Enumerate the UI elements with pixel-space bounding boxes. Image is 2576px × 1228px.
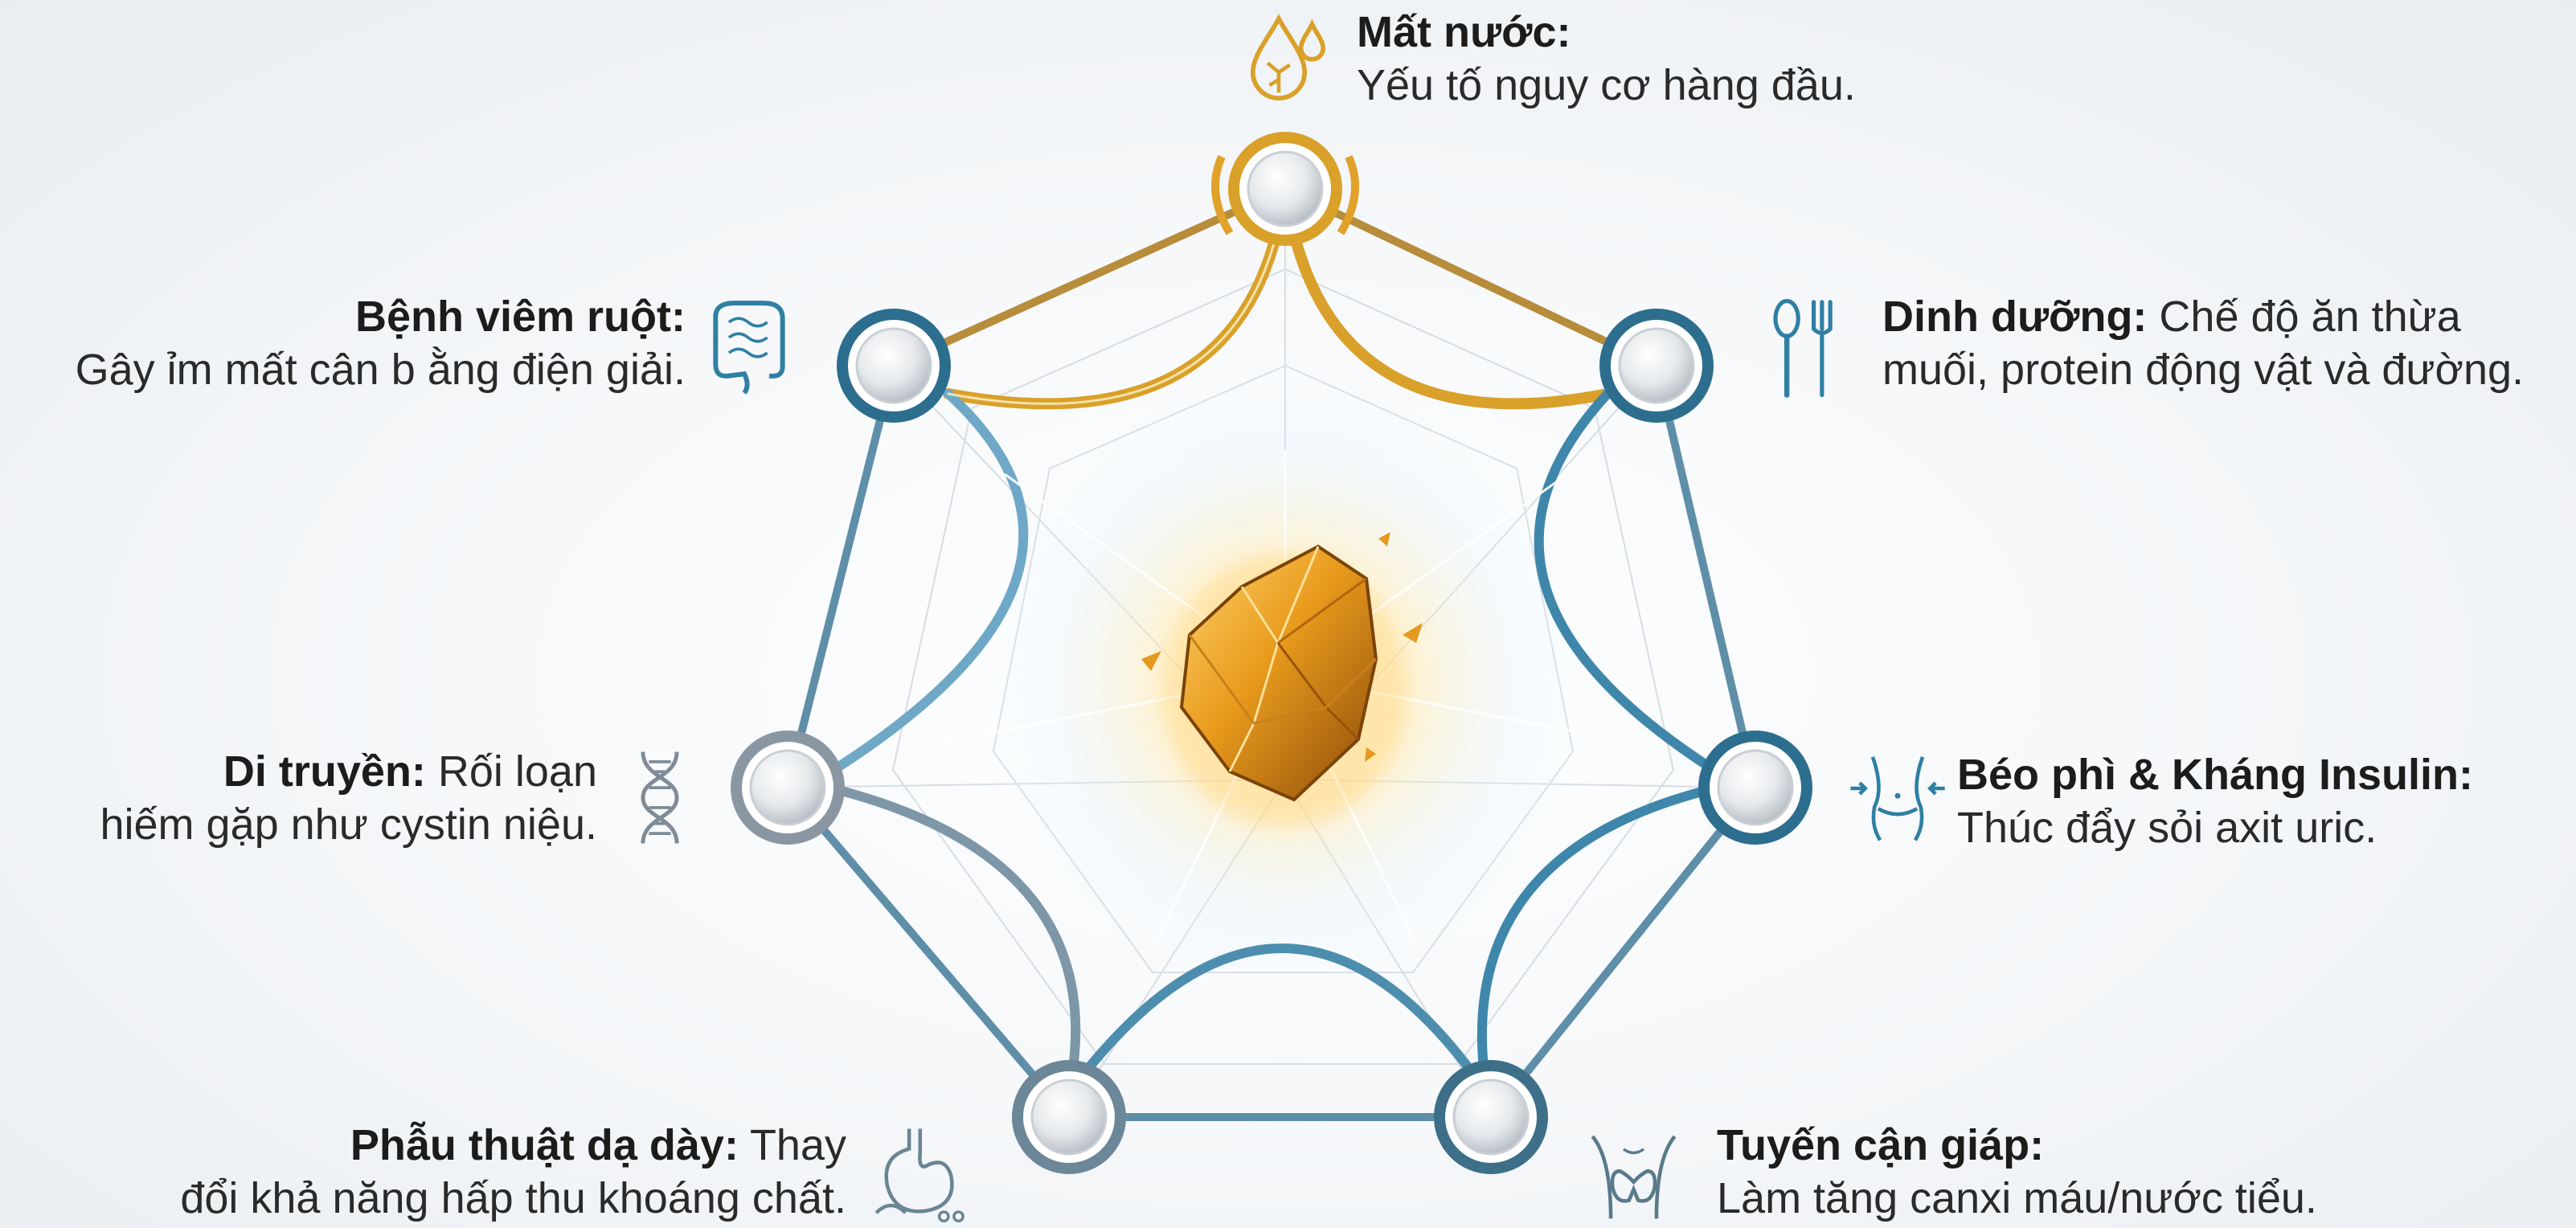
factor-title: Mất nước: xyxy=(1357,8,1571,56)
factor-text: Thay xyxy=(738,1121,846,1169)
node-ibd[interactable] xyxy=(837,309,951,423)
factor-title: Phẫu thuật dạ dày: xyxy=(350,1121,739,1169)
factor-title: Dinh dưỡng: xyxy=(1882,293,2148,341)
label-parathyroid: Tuyến cận giáp: Làm tăng canxi máu/nước … xyxy=(1717,1120,2317,1226)
factor-description: Gây ỉm mất cân b ằng điện giải. xyxy=(75,345,686,394)
thyroid-icon xyxy=(1591,1135,1677,1219)
stomach-icon xyxy=(874,1128,964,1223)
factor-description: Làm tăng canxi máu/nước tiểu. xyxy=(1717,1173,2317,1222)
factor-description: hiếm gặp như cystin niệu. xyxy=(100,800,598,849)
factor-description: muối, protein động vật và đường. xyxy=(1882,345,2525,394)
factor-description: đổi khả năng hấp thu khoáng chất. xyxy=(180,1173,846,1222)
intestine-icon xyxy=(713,301,785,395)
inner-web xyxy=(807,183,1741,1098)
label-diet: Dinh dưỡng: Chế độ ăn thừa muối, protein… xyxy=(1882,291,2524,397)
factor-title: Bệnh viêm ruột: xyxy=(354,293,686,341)
label-ibd: Bệnh viêm ruột: Gây ỉm mất cân b ằng điệ… xyxy=(76,291,686,397)
node-genetics[interactable] xyxy=(731,731,845,845)
factor-text: Rối loạn xyxy=(425,747,597,796)
factor-title: Béo phì & Kháng Insulin: xyxy=(1957,751,2473,799)
fork-spoon-icon xyxy=(1773,299,1833,398)
kidney-stone-icon xyxy=(1141,532,1423,828)
factor-title: Di truyền: xyxy=(223,747,426,796)
factor-text: Chế độ ăn thừa xyxy=(2147,293,2461,341)
node-diet[interactable] xyxy=(1599,309,1714,423)
factor-title: Tuyến cận giáp: xyxy=(1717,1121,2045,1169)
node-dehydration[interactable] xyxy=(1211,132,1359,246)
factor-description: Yếu tố nguy cơ hàng đầu. xyxy=(1357,60,1856,109)
node-obesity[interactable] xyxy=(1698,731,1812,845)
label-obesity: Béo phì & Kháng Insulin: Thúc đẩy sỏi ax… xyxy=(1957,749,2473,855)
label-dehydration: Mất nước: Yếu tố nguy cơ hàng đầu. xyxy=(1357,6,1856,113)
waist-measure-icon xyxy=(1850,756,1945,841)
label-gastric-surgery: Phẫu thuật dạ dày: Thay đổi khả năng hấp… xyxy=(180,1120,846,1226)
node-gastric-surgery[interactable] xyxy=(1012,1060,1126,1174)
factor-description: Thúc đẩy sỏi axit uric. xyxy=(1957,803,2377,852)
node-parathyroid[interactable] xyxy=(1434,1060,1548,1174)
water-drops-icon xyxy=(1250,14,1326,100)
dna-icon xyxy=(641,751,679,844)
label-genetics: Di truyền: Rối loạn hiếm gặp như cystin … xyxy=(100,746,598,852)
